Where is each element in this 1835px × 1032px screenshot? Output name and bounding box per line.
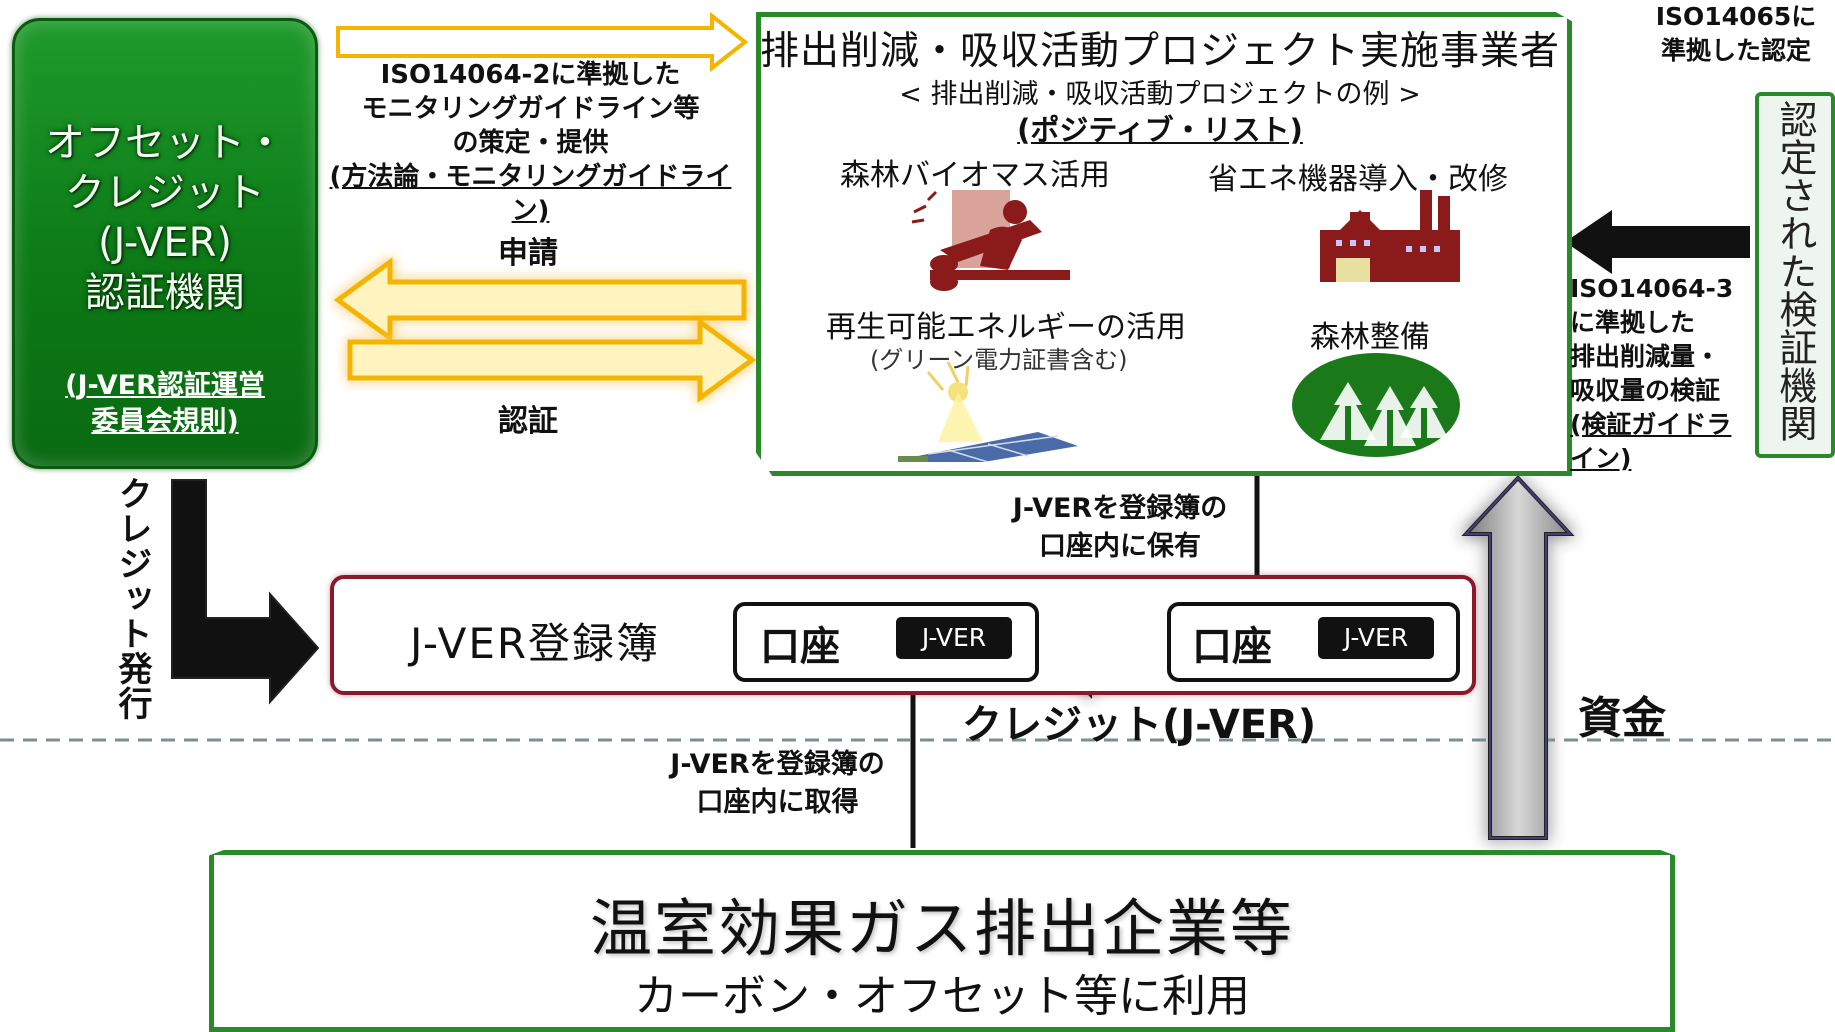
- iso14065-label: ISO14065に 準拠した認定: [1636, 0, 1835, 68]
- example-label: 再生可能エネルギーの活用: [826, 310, 1186, 345]
- funds-arrow: [1461, 475, 1575, 840]
- iso14064-3-line: に準拠した: [1570, 308, 1696, 337]
- jver-badge: J-VER: [1318, 617, 1434, 659]
- verification-body-box: [1755, 92, 1835, 458]
- guideline-arrow: [336, 11, 749, 73]
- guideline-line: の策定・提供: [452, 128, 609, 158]
- credit-transfer-label: クレジット(J-VER): [962, 702, 1317, 748]
- jver-badge: J-VER: [896, 617, 1012, 659]
- iso14065-line: 準拠した認定: [1660, 36, 1811, 65]
- iso14065-line: ISO14065に: [1655, 2, 1817, 31]
- project-subtitle: < 排出削減・吸収活動プロジェクトの例 >: [899, 79, 1421, 110]
- account-label: 口座: [760, 624, 840, 670]
- factory-icon: [1320, 190, 1460, 282]
- account-label: 口座: [1192, 624, 1272, 670]
- iso14064-3-label: ISO14064-3 に準拠した 排出削減量・ 吸収量の検証 (検証ガイドラ イ…: [1570, 272, 1755, 476]
- acquire-line: 口座内に取得: [696, 787, 859, 818]
- credit-issue-label: クレジット発行: [112, 476, 152, 721]
- certification-rules: (J-VER認証運営 委員会規則): [12, 368, 318, 440]
- guideline-label: ISO14064-2に準拠した モニタリングガイドライン等 の策定・提供 (方法…: [318, 58, 743, 228]
- apply-label: 申請: [498, 236, 558, 271]
- project-title: 排出削減・吸収活動プロジェクト実施事業者: [760, 29, 1561, 74]
- example-label: 森林整備: [1310, 320, 1430, 355]
- cert-title-line: クレジット: [65, 170, 265, 216]
- iso14064-3-line: 排出削減量・: [1570, 342, 1721, 371]
- hold-label: J-VERを登録簿の 口座内に保有: [990, 490, 1250, 566]
- emitter-title: 温室効果ガス排出企業等: [589, 892, 1294, 965]
- iso14064-3-line: 吸収量の検証: [1570, 376, 1721, 405]
- funds-label: 資金: [1578, 693, 1666, 744]
- cert-rules-line: (J-VER認証運営: [65, 370, 265, 401]
- iso14064-3-line: イン): [1570, 444, 1632, 473]
- certification-body-box: [12, 18, 318, 469]
- guideline-line: ISO14064-2に準拠した: [380, 60, 681, 90]
- credit-issue-arrow: [171, 479, 320, 705]
- guideline-line: (方法論・モニタリングガイドライン): [329, 162, 732, 226]
- cert-title-line: (J-VER): [97, 220, 233, 266]
- apply-arrow: [333, 257, 747, 343]
- iso14064-3-line: (検証ガイドラ: [1570, 410, 1732, 439]
- emitter-subtitle: カーボン・オフセット等に利用: [634, 971, 1250, 1022]
- certification-body-title: オフセット・ クレジット (J-VER) 認証機関: [12, 118, 318, 318]
- guideline-line: モニタリングガイドライン等: [361, 94, 700, 124]
- registry-label: J-VER登録簿: [410, 619, 661, 668]
- certify-arrow: [347, 317, 757, 403]
- example-note: (グリーン電力証書含む): [870, 346, 1128, 374]
- iso14064-3-line: ISO14064-3: [1570, 274, 1734, 303]
- hold-line: J-VERを登録簿の: [1012, 493, 1228, 524]
- acquire-label: J-VERを登録簿の 口座内に取得: [645, 746, 910, 822]
- cert-rules-line: 委員会規則): [91, 406, 239, 437]
- positive-list-label: (ポジティブ・リスト): [1017, 113, 1303, 147]
- verify-arrow: [1565, 210, 1750, 274]
- example-label: 省エネ機器導入・改修: [1208, 162, 1508, 197]
- cert-title-line: オフセット・: [45, 120, 285, 166]
- example-label: 森林バイオマス活用: [840, 158, 1110, 193]
- forest-icon: [1292, 353, 1460, 457]
- certify-label: 認証: [498, 404, 558, 439]
- emitter-box: [209, 850, 1675, 1032]
- acquire-line: J-VERを登録簿の: [670, 749, 885, 780]
- solar-panel-icon: [898, 362, 1078, 462]
- chainsaw-worker-icon: [911, 190, 1070, 291]
- cert-title-line: 認証機関: [85, 270, 245, 316]
- verification-body-label: 認定された検証機関: [1773, 100, 1817, 442]
- hold-line: 口座内に保有: [1039, 531, 1201, 562]
